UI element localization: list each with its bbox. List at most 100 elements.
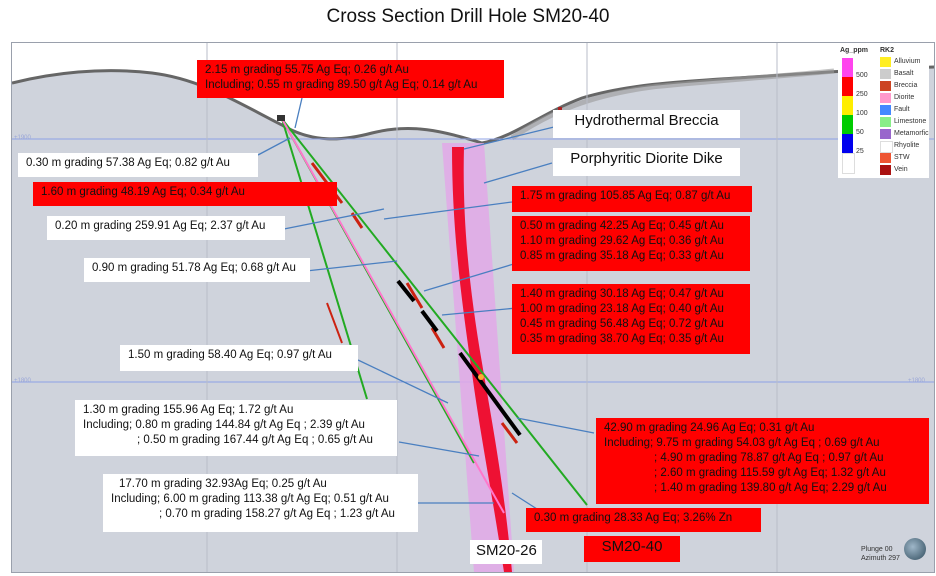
label-line: 1.30 m grading 155.96 Ag Eq; 1.72 g/t Au: [83, 404, 294, 416]
label-line: 0.35 m grading 38.70 Ag Eq; 0.35 g/t Au: [520, 333, 724, 345]
label-r6: 0.30 m grading 28.33 Ag Eq; 3.26% Zn: [526, 508, 761, 532]
label-line: ; 0.70 m grading 158.27 g/t Ag Eq ; 1.23…: [159, 508, 395, 520]
legend-rock-swatch: [880, 153, 891, 163]
label-line: Including; 6.00 m grading 113.38 g/t Ag …: [111, 493, 389, 505]
hole-label-sm20-26: SM20-26: [470, 540, 542, 564]
label-w5: 1.30 m grading 155.96 Ag Eq; 1.72 g/t Au…: [75, 400, 397, 456]
label-w2: 0.20 m grading 259.91 Ag Eq; 2.37 g/t Au: [47, 216, 285, 240]
legend-rock-swatch: [880, 105, 891, 115]
label-line: 1.10 m grading 29.62 Ag Eq; 0.36 g/t Au: [520, 235, 724, 247]
label-w3: 0.90 m grading 51.78 Ag Eq; 0.68 g/t Au: [84, 258, 310, 282]
legend-ag-swatch: [842, 96, 853, 115]
label-line: 2.15 m grading 55.75 Ag Eq; 0.26 g/t Au: [205, 64, 409, 76]
label-line: 42.90 m grading 24.96 Ag Eq; 0.31 g/t Au: [604, 422, 815, 434]
sm20-40-trace-1: [396, 279, 416, 303]
label-line: Including; 0.55 m grading 89.50 g/t Ag E…: [205, 79, 478, 91]
hydrothermal-breccia-label: Hydrothermal Breccia: [553, 110, 740, 138]
view-azimuth: Azimuth 297: [861, 555, 900, 562]
legend-ag-value: 250: [856, 91, 868, 98]
legend-rock-swatch: [880, 165, 891, 175]
legend-rock-swatch: [880, 117, 891, 127]
legend-ag-swatch: [842, 77, 853, 96]
label-line: 1.40 m grading 30.18 Ag Eq; 0.47 g/t Au: [520, 288, 724, 300]
label-line: 1.00 m grading 23.18 Ag Eq; 0.40 g/t Au: [520, 303, 724, 315]
legend-rock-label: STW: [894, 154, 910, 161]
hole-label-sm20-40: SM20-40: [584, 536, 680, 562]
callout-line: [294, 97, 303, 129]
legend-rock-swatch: [880, 129, 891, 139]
legend-rock-label: Diorite: [894, 94, 915, 101]
label-line: ; 4.90 m grading 78.87 g/t Ag Eq ; 0.97 …: [654, 452, 884, 464]
label-line: 17.70 m grading 32.93Ag Eq; 0.25 g/t Au: [119, 478, 327, 490]
callout-line: [511, 492, 538, 510]
label-top-intercept: 2.15 m grading 55.75 Ag Eq; 0.26 g/t Au …: [197, 60, 504, 98]
callout-line: [463, 126, 555, 150]
legend-rock-swatch: [880, 81, 891, 91]
legend-ag-header: Ag_ppm: [840, 47, 868, 54]
view-plunge: Plunge 00: [861, 546, 893, 553]
legend-rock-label: Metamorfic: [894, 130, 929, 137]
intercept-mark: [405, 282, 424, 309]
callout-line: [516, 417, 595, 434]
intersection-marker: [478, 374, 484, 380]
label-line: ; 0.50 m grading 167.44 g/t Ag Eq ; 0.65…: [137, 434, 373, 446]
legend-rock-label: Rhyolite: [894, 142, 920, 149]
intercept-mark: [500, 422, 519, 444]
elevation-tick-lower-right: +1800: [908, 378, 925, 384]
elevation-tick-lower: +1800: [14, 378, 31, 384]
legend-ag-value: 50: [856, 129, 864, 136]
page-title: Cross Section Drill Hole SM20-40: [326, 6, 610, 27]
intercept-mark: [326, 302, 343, 344]
compass-icon: [904, 538, 926, 560]
label-w6: 17.70 m grading 32.93Ag Eq; 0.25 g/t Au …: [103, 474, 418, 532]
label-line: ; 1.40 m grading 139.80 g/t Ag Eq; 2.29 …: [654, 482, 887, 494]
legend-ag-swatch: [842, 134, 853, 153]
sm20-40-trace-3: [458, 351, 522, 437]
legend-rock-swatch: [880, 69, 891, 79]
legend-rock-swatch: [880, 93, 891, 103]
porphyritic-diorite-dike-label: Porphyritic Diorite Dike: [553, 148, 740, 176]
legend-ag-value: 25: [856, 148, 864, 155]
label-line: Including; 0.80 m grading 144.84 g/t Ag …: [83, 419, 365, 431]
terrain-band: [510, 68, 835, 141]
legend-ag-swatch: [842, 58, 853, 77]
label-r2: 1.75 m grading 105.85 Ag Eq; 0.87 g/t Au: [512, 186, 752, 212]
label-r4: 1.40 m grading 30.18 Ag Eq; 0.47 g/t Au …: [512, 284, 750, 354]
callout-line: [283, 208, 385, 230]
elevation-tick-upper: +1900: [14, 135, 31, 141]
label-line: ; 2.60 m grading 115.59 g/t Ag Eq; 1.32 …: [654, 467, 886, 479]
collar-marker: [277, 115, 285, 121]
label-r3: 0.50 m grading 42.25 Ag Eq; 0.45 g/t Au …: [512, 216, 750, 271]
callout-line: [441, 307, 518, 316]
legend-rock-label: Fault: [894, 106, 910, 113]
legend-rock-label: Breccia: [894, 82, 918, 89]
legend-rock-swatch: [880, 57, 891, 67]
legend-ag-swatch: [842, 115, 853, 134]
callout-line: [383, 201, 513, 220]
label-line: 0.45 m grading 56.48 Ag Eq; 0.72 g/t Au: [520, 318, 724, 330]
legend-rk-header: RK2: [880, 47, 895, 54]
legend-rock-label: Limestone: [894, 118, 927, 125]
intercept-mark: [430, 327, 446, 349]
callout-line: [483, 162, 553, 184]
sm20-40-trace-2: [420, 309, 439, 333]
label-line: 0.85 m grading 35.18 Ag Eq; 0.33 g/t Au: [520, 250, 724, 262]
label-r5: 42.90 m grading 24.96 Ag Eq; 0.31 g/t Au…: [596, 418, 929, 504]
callout-line: [257, 137, 291, 156]
label-w4: 1.50 m grading 58.40 Ag Eq; 0.97 g/t Au: [120, 345, 358, 371]
label-line: 0.50 m grading 42.25 Ag Eq; 0.45 g/t Au: [520, 220, 724, 232]
label-r1: 1.60 m grading 48.19 Ag Eq; 0.34 g/t Au: [33, 182, 337, 206]
callout-line: [305, 260, 398, 272]
legend-rock-label: Vein: [894, 166, 908, 173]
legend-ag-value: 500: [856, 72, 868, 79]
hydrothermal-breccia-body: [452, 147, 512, 572]
legend-rock-label: Alluvium: [894, 58, 921, 65]
legend-rock-swatch: [880, 141, 893, 153]
label-w1: 0.30 m grading 57.38 Ag Eq; 0.82 g/t Au: [18, 153, 258, 177]
legend-ag-swatch: [842, 153, 855, 174]
legend-rock-label: Basalt: [894, 70, 914, 77]
callout-line: [398, 441, 480, 457]
callout-line: [423, 262, 518, 292]
label-line: Including; 9.75 m grading 54.03 g/t Ag E…: [604, 437, 880, 449]
